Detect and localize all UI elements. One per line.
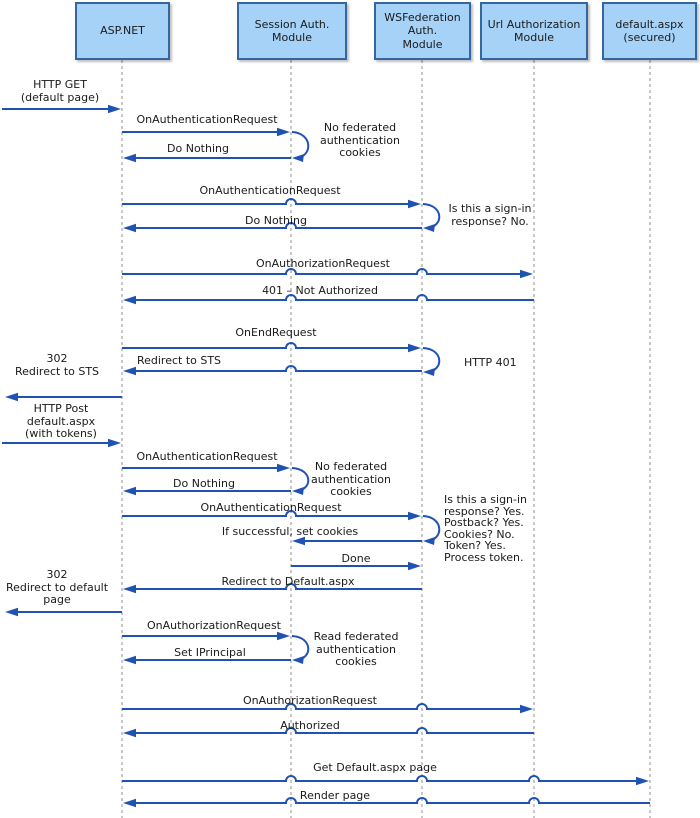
self-loop-arrowhead	[423, 368, 435, 376]
message-label-1: Do Nothing	[167, 142, 229, 155]
arrowhead	[123, 295, 136, 305]
arrowhead	[5, 607, 18, 617]
self-loop-arrowhead	[292, 656, 304, 664]
message-arrow-16	[122, 703, 523, 710]
note-1: Is this a sign-in response? No.	[448, 202, 532, 228]
actor-box-session: Session Auth. Module	[237, 2, 347, 60]
message-label-14: OnAuthorizationRequest	[147, 619, 281, 632]
message-arrow-7	[133, 365, 422, 372]
message-label-15: Set IPrincipal	[174, 646, 246, 659]
message-label-4: OnAuthorizationRequest	[256, 257, 390, 270]
message-label-8: OnAuthenticationRequest	[136, 450, 278, 463]
message-arrow-13	[133, 583, 422, 590]
actor-box-wsfed: WSFederation Auth. Module	[374, 2, 471, 60]
message-arrow-4	[122, 268, 523, 275]
side-text-2: HTTP Post default.aspx (with tokens)	[25, 402, 97, 440]
self-loop-arrowhead	[423, 537, 435, 545]
arrowhead	[277, 127, 290, 137]
message-arrow-6	[122, 342, 411, 349]
self-loop-0	[291, 131, 310, 159]
arrowhead	[123, 798, 136, 808]
self-loop-arrowhead	[423, 224, 435, 232]
note-2: HTTP 401	[464, 356, 517, 369]
note-3: No federated authentication cookies	[311, 460, 391, 498]
arrowhead	[123, 486, 136, 496]
arrowhead	[277, 463, 290, 473]
message-label-18: Get Default.aspx page	[313, 761, 437, 774]
message-label-0: OnAuthenticationRequest	[136, 113, 278, 126]
arrowhead	[5, 392, 18, 402]
self-loop-2	[422, 347, 441, 373]
actor-box-default: default.aspx (secured)	[602, 2, 697, 60]
arrowhead	[520, 704, 533, 714]
message-label-17: Authorized	[280, 719, 340, 732]
actor-box-aspnet: ASP.NET	[75, 2, 170, 60]
side-text-0: HTTP GET (default page)	[20, 78, 100, 104]
self-loop-3	[291, 467, 310, 492]
self-loop-4	[422, 515, 441, 542]
arrowhead	[123, 728, 136, 738]
message-label-19: Render page	[299, 789, 371, 802]
message-label-2: OnAuthenticationRequest	[199, 184, 341, 197]
arrowhead	[408, 199, 421, 209]
arrowhead	[408, 343, 421, 353]
message-label-3: Do Nothing	[245, 214, 307, 227]
message-label-10: OnAuthenticationRequest	[200, 501, 342, 514]
arrowhead	[292, 536, 305, 546]
message-label-6: OnEndRequest	[235, 326, 317, 339]
message-arrow-2	[122, 198, 411, 205]
arrowhead	[123, 655, 136, 665]
side-text-1: 302 Redirect to STS	[14, 352, 100, 378]
arrowhead	[108, 438, 121, 448]
self-loop-arrowhead	[292, 154, 304, 162]
arrowhead	[123, 223, 136, 233]
arrowhead	[408, 561, 421, 571]
message-arrow-18	[122, 775, 639, 782]
message-label-5: 401 – Not Authorized	[262, 284, 378, 297]
arrowhead	[123, 366, 136, 376]
note-4: Is this a sign-in response? Yes. Postbac…	[444, 493, 528, 564]
message-arrow-3	[133, 222, 422, 229]
message-label-16: OnAuthorizationRequest	[243, 694, 377, 707]
arrowhead	[108, 104, 121, 114]
message-arrow-10	[122, 510, 411, 517]
note-0: No federated authentication cookies	[320, 121, 400, 159]
self-loop-1	[422, 203, 441, 229]
note-5: Read federated authentication cookies	[313, 630, 399, 668]
arrowhead	[408, 511, 421, 521]
actor-box-urlauth: Url Authorization Module	[480, 2, 588, 60]
message-label-9: Do Nothing	[173, 477, 235, 490]
arrowhead	[520, 269, 533, 279]
message-label-12: Done	[341, 552, 371, 565]
message-arrow-17	[133, 727, 534, 734]
arrowhead	[636, 776, 649, 786]
self-loop-5	[291, 635, 310, 661]
message-label-7: Redirect to STS	[136, 354, 222, 367]
message-arrow-19	[133, 797, 650, 804]
self-loop-arrowhead	[292, 487, 304, 495]
side-text-3: 302 Redirect to default page	[5, 568, 109, 606]
arrowhead	[277, 631, 290, 641]
arrowhead	[123, 584, 136, 594]
message-label-13: Redirect to Default.aspx	[221, 575, 355, 588]
arrowhead	[123, 153, 136, 163]
message-label-11: If successful, set cookies	[221, 525, 359, 538]
message-arrow-5	[133, 294, 534, 301]
